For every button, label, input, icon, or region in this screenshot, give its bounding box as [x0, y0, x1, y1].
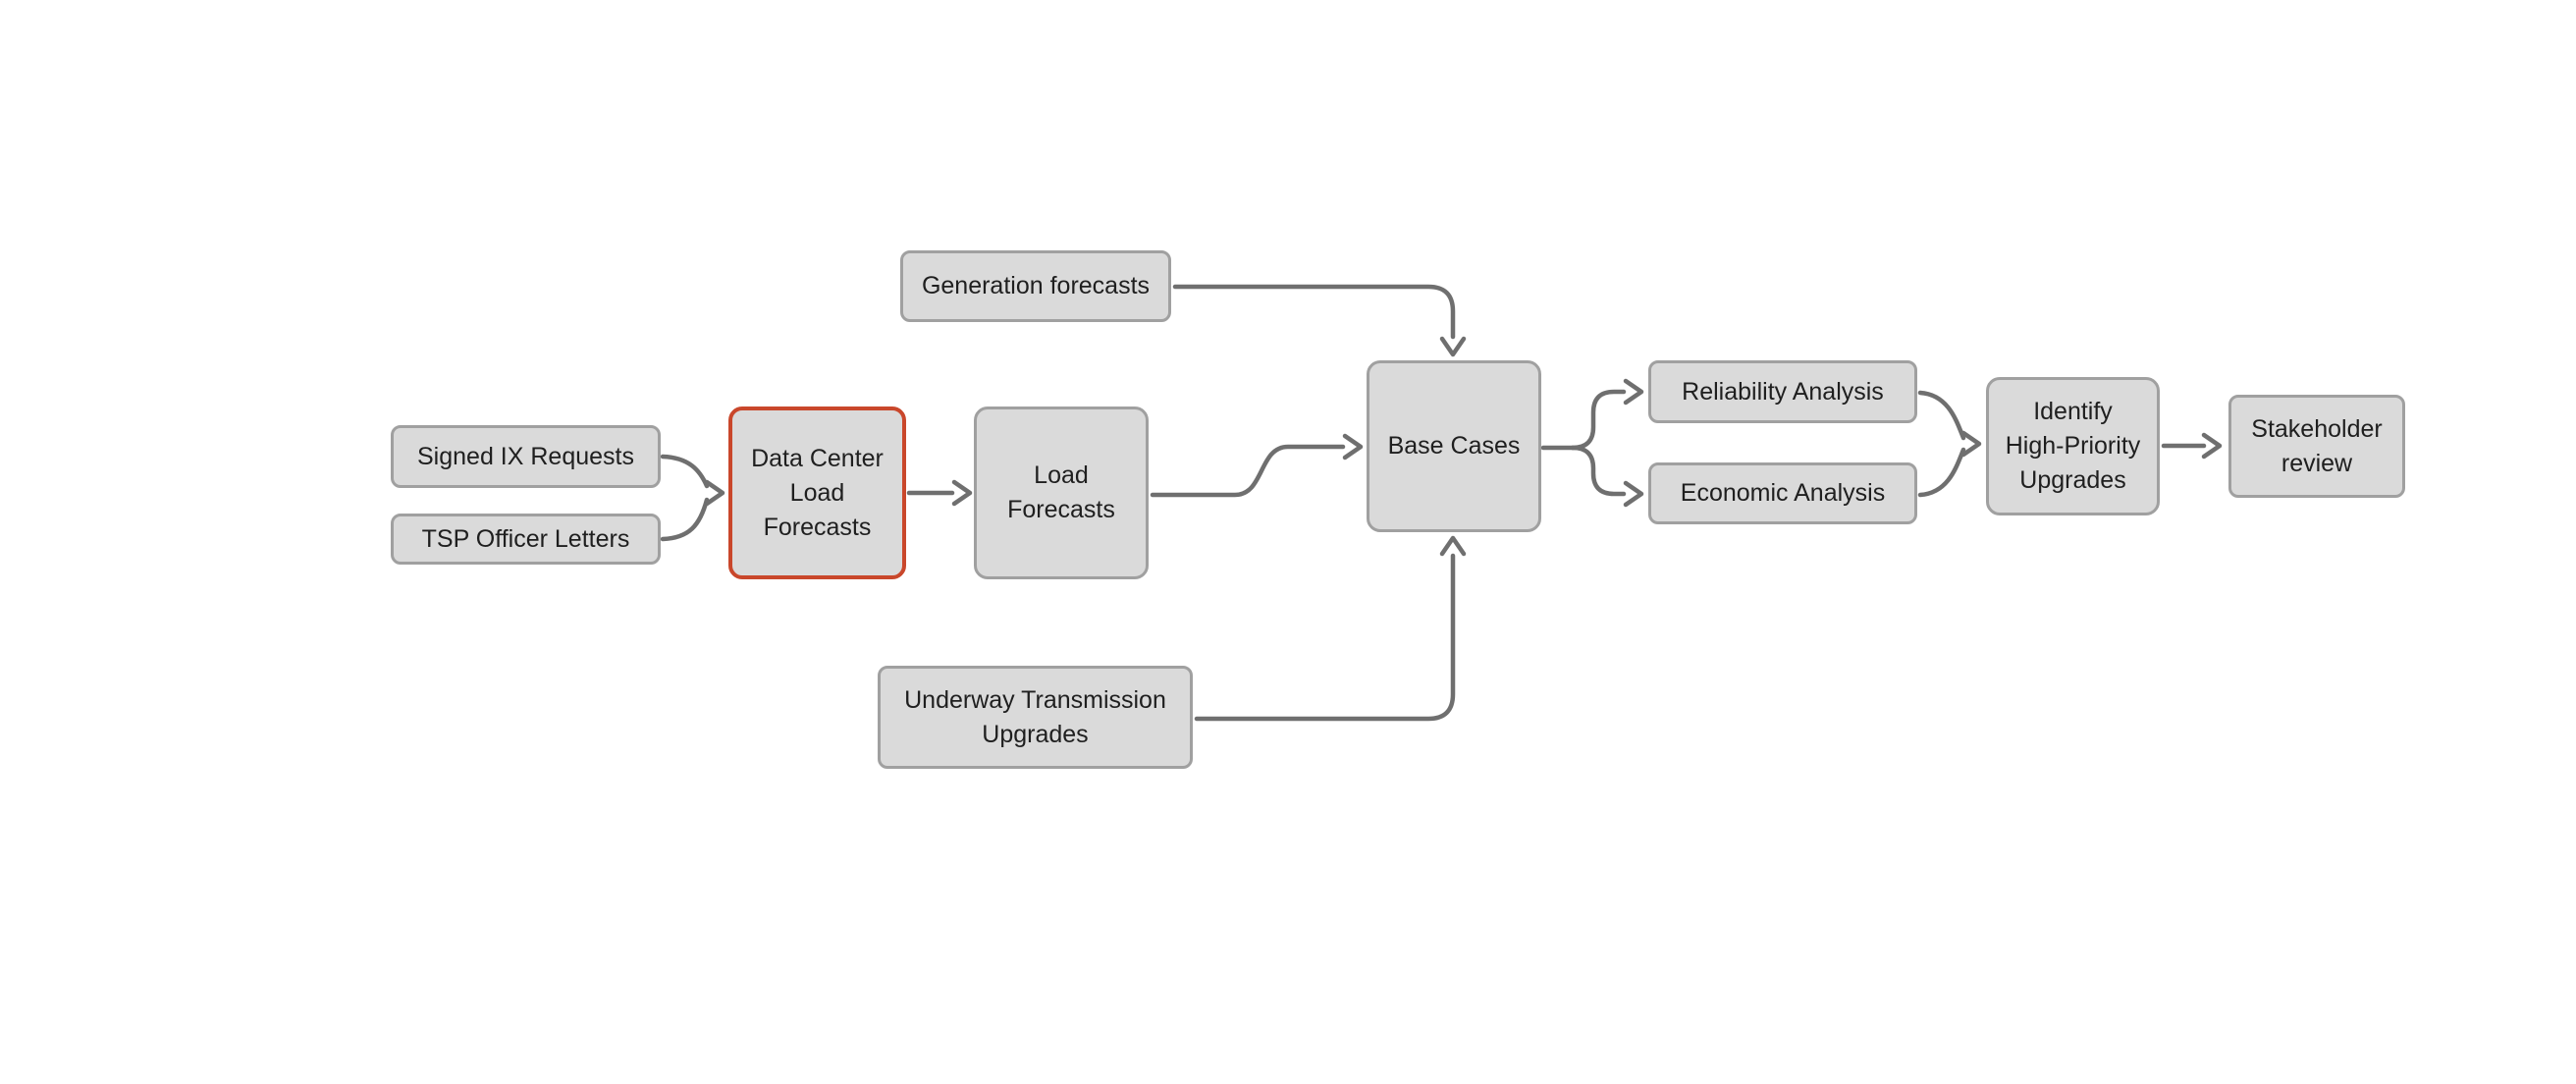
arrowhead-into-identify: [1960, 430, 1982, 458]
node-economic-analysis[interactable]: Economic Analysis: [1648, 462, 1917, 524]
edge-economic-to-identify: [1917, 447, 1966, 498]
node-generation-forecasts[interactable]: Generation forecasts: [900, 250, 1171, 322]
node-tsp-officer-letters[interactable]: TSP Officer Letters: [391, 514, 661, 565]
edge-dc-load-to-load-forecasts: [906, 479, 973, 507]
edge-base-cases-to-economic: [1570, 445, 1644, 508]
edge-underway-to-base-cases: [1194, 535, 1467, 722]
node-identify-high-priority-upgrades[interactable]: Identify High-Priority Upgrades: [1986, 377, 2160, 515]
edge-base-cases-to-reliability: [1540, 378, 1644, 451]
node-underway-transmission-upgrades[interactable]: Underway Transmission Upgrades: [878, 666, 1193, 769]
node-base-cases[interactable]: Base Cases: [1367, 360, 1541, 532]
edge-generation-to-base-cases: [1172, 284, 1467, 357]
arrowhead-into-dc-load: [704, 479, 725, 507]
edge-reliability-to-identify: [1917, 390, 1966, 441]
edge-tsp-letters-to-dc-load: [660, 497, 710, 542]
node-signed-ix-requests[interactable]: Signed IX Requests: [391, 425, 661, 488]
node-load-forecasts[interactable]: Load Forecasts: [974, 406, 1149, 579]
edge-identify-to-stakeholder: [2161, 432, 2223, 460]
node-data-center-load-forecasts[interactable]: Data Center Load Forecasts: [728, 406, 906, 579]
node-reliability-analysis[interactable]: Reliability Analysis: [1648, 360, 1917, 423]
node-stakeholder-review[interactable]: Stakeholder review: [2228, 395, 2405, 498]
edge-load-forecasts-to-base-cases: [1150, 433, 1364, 498]
edge-signed-ix-to-dc-load: [660, 454, 710, 489]
